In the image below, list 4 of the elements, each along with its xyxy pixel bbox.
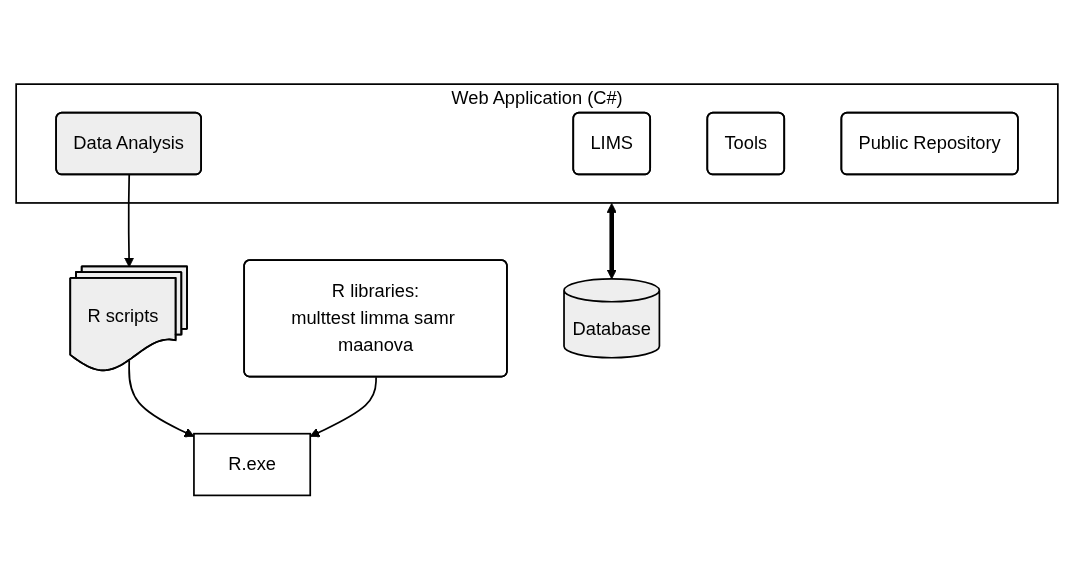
arrow (309, 376, 377, 437)
arrow (606, 202, 617, 280)
node-box: R.exe (193, 432, 312, 496)
arrow (128, 359, 195, 437)
